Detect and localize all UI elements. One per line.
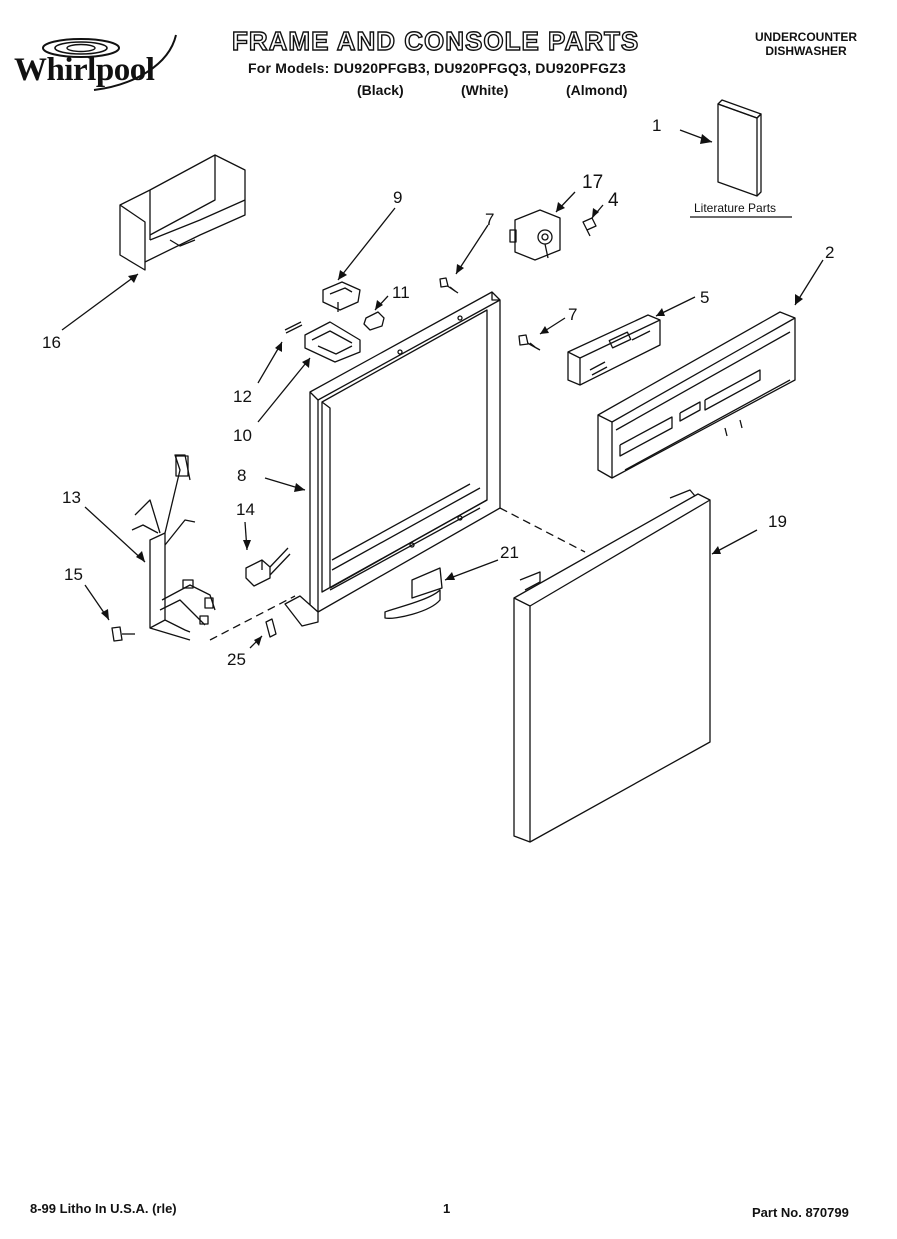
literature-parts-label: Literature Parts bbox=[694, 201, 777, 215]
console-panel bbox=[598, 312, 795, 478]
callout-12: 12 bbox=[233, 387, 252, 406]
callout-14: 14 bbox=[236, 500, 255, 519]
latch-housing bbox=[305, 322, 360, 362]
wire-harness bbox=[132, 455, 215, 640]
callout-16: 16 bbox=[42, 333, 61, 352]
screw-lower bbox=[112, 627, 135, 641]
callout-9: 9 bbox=[393, 188, 403, 207]
callout-5: 5 bbox=[700, 288, 710, 307]
outer-door-panel bbox=[514, 490, 710, 842]
product-line-1: UNDERCOUNTER bbox=[755, 30, 857, 44]
callout-21: 21 bbox=[500, 543, 519, 562]
callout-7-top: 7 bbox=[485, 210, 495, 229]
latch-pin bbox=[285, 322, 302, 333]
brand-name: Whirlpool bbox=[14, 52, 155, 88]
door-switch bbox=[246, 548, 290, 586]
control-panel-insert bbox=[568, 315, 660, 385]
color-almond: (Almond) bbox=[566, 82, 628, 98]
color-black: (Black) bbox=[357, 82, 404, 98]
page-number: 1 bbox=[443, 1201, 451, 1216]
part-number: Part No. 870799 bbox=[752, 1205, 849, 1220]
callout-17: 17 bbox=[582, 172, 604, 193]
product-line-2: DISHWASHER bbox=[765, 44, 847, 58]
callout-25: 25 bbox=[227, 650, 246, 669]
screw-console bbox=[519, 335, 540, 350]
callout-15: 15 bbox=[64, 565, 83, 584]
literature-booklet bbox=[690, 100, 792, 217]
callout-4: 4 bbox=[608, 190, 619, 211]
spacer bbox=[266, 619, 276, 637]
control-switch bbox=[510, 210, 560, 260]
door-frame bbox=[285, 292, 500, 626]
callout-19: 19 bbox=[768, 512, 787, 531]
whirlpool-logo: Whirlpool bbox=[14, 34, 184, 94]
door-latch bbox=[323, 282, 360, 312]
top-shield bbox=[120, 155, 245, 270]
callout-1: 1 bbox=[652, 116, 662, 135]
assembly-lines bbox=[210, 508, 585, 640]
footer-litho: 8-99 Litho In U.S.A. (rle) bbox=[30, 1201, 177, 1216]
callout-11: 11 bbox=[392, 283, 410, 302]
product-type: UNDERCOUNTER DISHWASHER bbox=[755, 30, 857, 58]
model-list: For Models: DU920PFGB3, DU920PFGQ3, DU92… bbox=[248, 60, 626, 76]
callout-7-console: 7 bbox=[568, 305, 578, 324]
color-white: (White) bbox=[461, 82, 509, 98]
brand-swoosh bbox=[93, 34, 177, 91]
small-clip bbox=[583, 218, 596, 236]
door-handle bbox=[385, 568, 442, 618]
arrowheads bbox=[101, 134, 803, 646]
swirl-logo-icon bbox=[42, 38, 120, 58]
callout-13: 13 bbox=[62, 488, 81, 507]
screw-top bbox=[440, 278, 458, 293]
page-title: FRAME AND CONSOLE PARTS bbox=[231, 25, 640, 56]
latch-bracket bbox=[364, 312, 384, 330]
callout-8: 8 bbox=[237, 466, 247, 485]
callout-10: 10 bbox=[233, 426, 252, 445]
callout-2: 2 bbox=[825, 243, 835, 262]
